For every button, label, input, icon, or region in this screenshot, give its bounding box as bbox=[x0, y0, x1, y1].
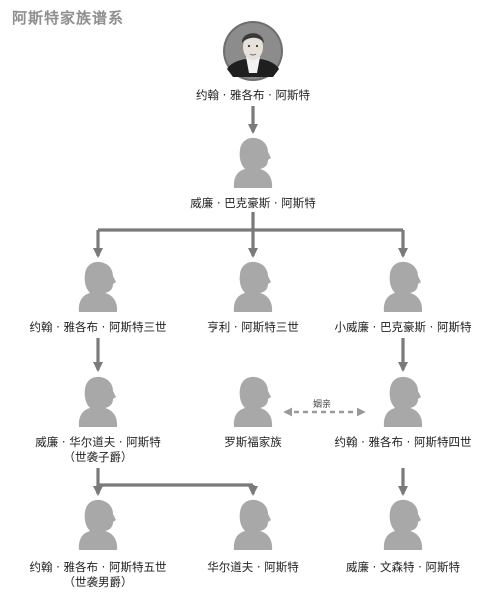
person-name-text: 威廉 · 华尔道夫 · 阿斯特 bbox=[35, 435, 161, 449]
person-name-text: 约翰 · 雅各布 · 阿斯特三世 bbox=[29, 320, 167, 334]
marriage-label: 姻亲 bbox=[313, 400, 332, 410]
person-title-text: （世袭男爵） bbox=[63, 575, 133, 589]
person-name-p2: 威廉 · 巴克豪斯 · 阿斯特 bbox=[153, 196, 353, 211]
person-name-p10: 华尔道夫 · 阿斯特 bbox=[153, 560, 353, 575]
person-name-p7: 罗斯福家族 bbox=[153, 435, 353, 450]
person-name-p6: 威廉 · 华尔道夫 · 阿斯特（世袭子爵） bbox=[0, 435, 198, 465]
portrait-icon bbox=[223, 21, 283, 81]
person-p2-silhouette-icon bbox=[233, 137, 273, 188]
person-p7-silhouette-icon bbox=[233, 376, 273, 427]
person-p8-silhouette-icon bbox=[383, 376, 423, 427]
person-name-p4: 亨利 · 阿斯特三世 bbox=[153, 320, 353, 335]
person-name-text: 威廉 · 文森特 · 阿斯特 bbox=[346, 560, 460, 574]
person-name-p3: 约翰 · 雅各布 · 阿斯特三世 bbox=[0, 320, 198, 335]
person-name-p1: 约翰 · 雅各布 · 阿斯特 bbox=[153, 88, 353, 103]
person-name-text: 约翰 · 雅各布 · 阿斯特四世 bbox=[334, 435, 472, 449]
person-name-text: 约翰 · 雅各布 · 阿斯特 bbox=[196, 88, 310, 102]
person-name-p11: 威廉 · 文森特 · 阿斯特 bbox=[303, 560, 500, 575]
person-p6-silhouette-icon bbox=[78, 376, 118, 427]
person-name-text: 亨利 · 阿斯特三世 bbox=[207, 320, 299, 334]
person-name-p9: 约翰 · 雅各布 · 阿斯特五世（世袭男爵） bbox=[0, 560, 198, 590]
diagram-title: 阿斯特家族谱系 bbox=[12, 9, 125, 27]
person-name-text: 罗斯福家族 bbox=[224, 435, 282, 449]
person-name-text: 约翰 · 雅各布 · 阿斯特五世 bbox=[29, 560, 167, 574]
person-name-p8: 约翰 · 雅各布 · 阿斯特四世 bbox=[303, 435, 500, 450]
person-name-p5: 小威廉 · 巴克豪斯 · 阿斯特 bbox=[303, 320, 500, 335]
person-p4-silhouette-icon bbox=[233, 261, 273, 312]
person-p9-silhouette-icon bbox=[78, 499, 118, 550]
person-p3-silhouette-icon bbox=[78, 261, 118, 312]
person-name-text: 小威廉 · 巴克豪斯 · 阿斯特 bbox=[334, 320, 472, 334]
person-name-text: 华尔道夫 · 阿斯特 bbox=[207, 560, 299, 574]
person-p5-silhouette-icon bbox=[383, 261, 423, 312]
branch-p6 bbox=[96, 468, 253, 487]
person-name-text: 威廉 · 巴克豪斯 · 阿斯特 bbox=[190, 196, 316, 210]
person-title-text: （世袭子爵） bbox=[63, 450, 133, 464]
person-p10-silhouette-icon bbox=[233, 499, 273, 550]
person-p11-silhouette-icon bbox=[383, 499, 423, 550]
